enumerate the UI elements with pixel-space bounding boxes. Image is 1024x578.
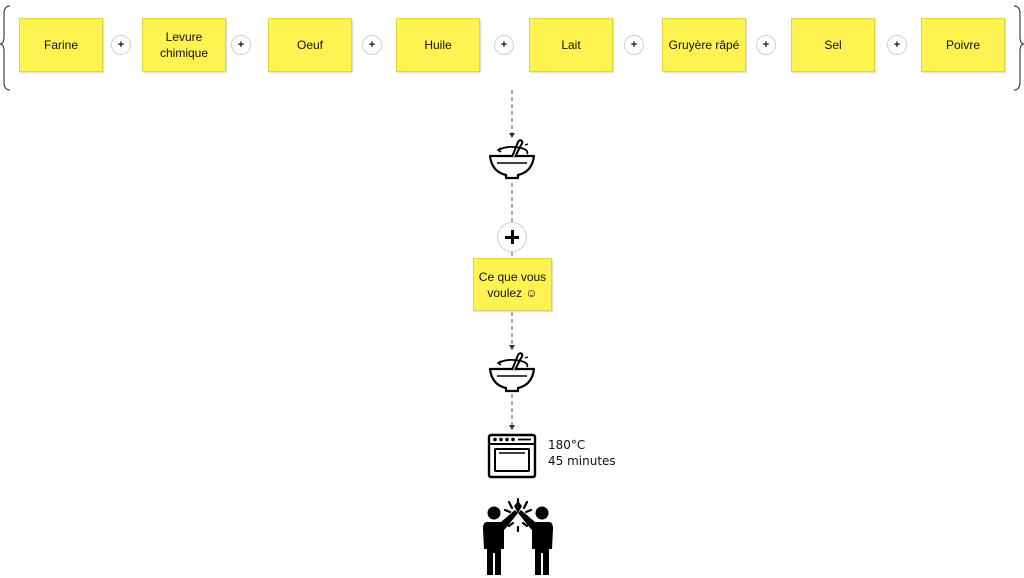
oven-duration: 45 minutes: [548, 454, 616, 468]
plus-icon: [497, 222, 527, 252]
oven-settings: 180°C 45 minutes: [548, 437, 616, 469]
mixing-bowl-icon: [488, 352, 536, 393]
plus-icon: +: [887, 35, 907, 55]
plus-icon: +: [111, 35, 131, 55]
ingredient-note: Lait: [529, 18, 613, 72]
ingredient-note: Huile: [396, 18, 480, 72]
plus-icon: +: [231, 35, 251, 55]
plus-icon: +: [624, 35, 644, 55]
ingredient-note: Sel: [791, 18, 875, 72]
oven-icon: [487, 433, 537, 479]
mixing-bowl-icon: [488, 139, 536, 180]
ingredient-note: Farine: [19, 18, 103, 72]
plus-icon: +: [362, 35, 382, 55]
ingredient-note: Oeuf: [268, 18, 352, 72]
high-five-icon: [483, 497, 553, 575]
ingredient-note: Poivre: [921, 18, 1005, 72]
oven-temperature: 180°C: [548, 438, 586, 452]
plus-icon: +: [494, 35, 514, 55]
ingredient-note: Gruyère râpé: [662, 18, 746, 72]
ingredient-note: Levure chimique: [142, 18, 226, 72]
ingredients-brace: [0, 5, 1024, 91]
extra-ingredients-note: Ce que vous voulez ☺: [473, 258, 552, 311]
plus-icon: +: [756, 35, 776, 55]
